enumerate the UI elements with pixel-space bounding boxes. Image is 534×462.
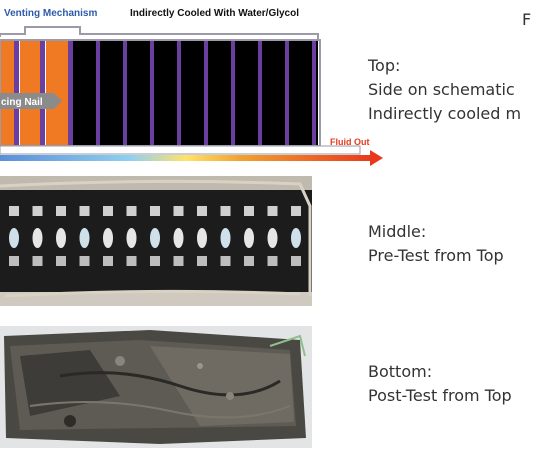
- cell-terminal: [79, 206, 90, 216]
- cell-vent: [267, 228, 278, 248]
- cell-vent: [244, 228, 254, 248]
- cell-separator: [68, 40, 73, 146]
- cell-vent: [32, 228, 43, 248]
- cell-terminal: [126, 256, 137, 266]
- cell-vent: [150, 228, 160, 248]
- cell-terminal: [173, 206, 184, 216]
- cell-terminal: [220, 206, 231, 216]
- black-cell: [154, 40, 177, 146]
- top-line-1: Side on schematic: [368, 80, 515, 99]
- black-cell: [262, 40, 285, 146]
- fluid-arrow-head: [370, 150, 383, 166]
- cell-terminal: [267, 206, 278, 216]
- black-cell: [127, 40, 150, 146]
- cell-vent: [56, 228, 66, 248]
- venting-mechanism-label: Venting Mechanism: [4, 8, 98, 19]
- cell-terminal: [126, 206, 137, 216]
- middle-heading: Middle:: [368, 222, 427, 241]
- venting-bracket: [0, 26, 95, 37]
- cell-separator: [177, 40, 181, 146]
- cell-vent: [220, 228, 231, 248]
- cell-terminal: [150, 256, 160, 266]
- cell-terminal: [103, 206, 113, 216]
- cell-terminal: [291, 206, 301, 216]
- cell-terminal: [9, 256, 19, 266]
- cell-terminal: [173, 256, 184, 266]
- black-cell: [208, 40, 231, 146]
- cell-terminal: [56, 256, 66, 266]
- black-cell: [289, 40, 312, 146]
- cell-terminal: [103, 256, 113, 266]
- bottom-line-1: Post-Test from Top: [368, 386, 512, 405]
- battery-module-schematic: cing Nail Fluid Out: [0, 26, 383, 166]
- black-cell: [100, 40, 123, 146]
- black-cell: [316, 40, 318, 146]
- indirectly-cooled-label: Indirectly Cooled With Water/Glycol: [130, 8, 300, 19]
- cell-terminal: [244, 256, 254, 266]
- cell-terminal: [32, 256, 43, 266]
- black-cell: [235, 40, 258, 146]
- cell-separator: [231, 40, 235, 146]
- cell-terminal: [32, 206, 43, 216]
- middle-line-1: Pre-Test from Top: [368, 246, 504, 265]
- cell-terminal: [9, 206, 19, 216]
- cell-vent: [291, 228, 301, 248]
- top-description: Top: Side on schematic Indirectly cooled…: [368, 54, 521, 126]
- cell-separator: [285, 40, 289, 146]
- middle-description: Middle: Pre-Test from Top: [368, 220, 504, 268]
- cell-vent: [103, 228, 113, 248]
- cell-separator: [258, 40, 262, 146]
- nail-arrow: [0, 93, 62, 109]
- cell-terminal: [244, 206, 254, 216]
- cell-separator: [312, 40, 316, 146]
- cell-terminal: [220, 256, 231, 266]
- cell-vent: [173, 228, 184, 248]
- cell-terminal: [79, 256, 90, 266]
- fluid-out-label: Fluid Out: [330, 137, 370, 147]
- cell-terminal: [291, 256, 301, 266]
- cell-vent: [197, 228, 207, 248]
- cell-vent: [79, 228, 90, 248]
- cell-separator: [96, 40, 100, 146]
- cell-separator: [204, 40, 208, 146]
- cell-terminal: [267, 256, 278, 266]
- cooling-bracket: [95, 33, 319, 40]
- cell-terminal: [56, 206, 66, 216]
- nail-label: cing Nail: [1, 97, 43, 108]
- black-cell: [73, 40, 96, 146]
- cell-terminal: [150, 206, 160, 216]
- top-line-2: Indirectly cooled m: [368, 104, 522, 123]
- cell-terminal: [197, 256, 207, 266]
- black-cell: [181, 40, 204, 146]
- fluid-flow-bar: [0, 155, 372, 161]
- cooling-plate: [0, 145, 361, 155]
- top-heading: Top:: [368, 56, 401, 75]
- corner-letter: F: [522, 10, 532, 29]
- post-test-photo: [0, 326, 312, 448]
- bottom-description: Bottom: Post-Test from Top: [368, 360, 512, 408]
- pre-test-photo: [0, 176, 312, 306]
- cell-terminal: [197, 206, 207, 216]
- cell-separator: [150, 40, 154, 146]
- cell-separator: [123, 40, 127, 146]
- orange-cell: [46, 40, 68, 146]
- cell-vent: [9, 228, 19, 248]
- bottom-heading: Bottom:: [368, 362, 433, 381]
- cell-vent: [126, 228, 137, 248]
